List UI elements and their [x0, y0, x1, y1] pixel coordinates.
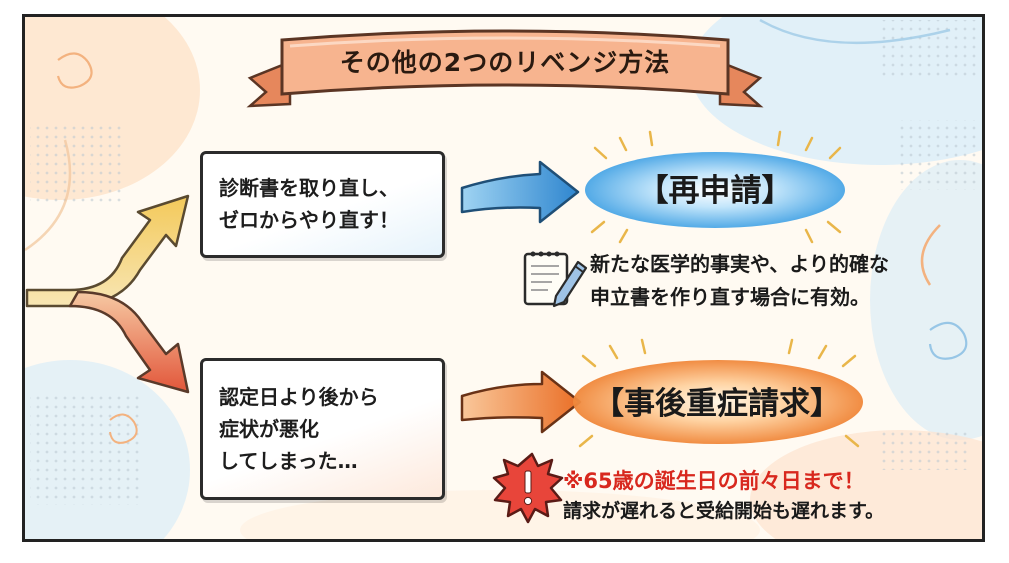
branch-arrow — [25, 194, 190, 394]
situation-box-worsening: 認定日より後から 症状が悪化 してしまった… — [200, 358, 445, 500]
situation-line: してしまった… — [219, 449, 358, 473]
arrow-to-reapplication — [460, 160, 580, 224]
title-ribbon — [246, 29, 764, 108]
situation-line: 診断書を取り直し、 — [219, 176, 399, 200]
post-onset-claim-glow — [573, 338, 863, 448]
method-label-reapplication: 【再申請】 — [637, 173, 793, 209]
notepad-pencil-icon — [523, 251, 588, 308]
method-label-post-onset-claim: 【事後重症請求】 — [593, 386, 841, 422]
description-line: 申立書を作り直す場合に有効。 — [590, 285, 870, 309]
description-line: 新たな医学的事実や、より的確な — [590, 252, 889, 276]
deadline-warning: ※65歳の誕生日の前々日まで！ 請求が遅れると受給開始も遅れます。 — [563, 466, 884, 526]
situation-line: ゼロからやり直す！ — [219, 208, 399, 232]
deadline-consequence: 請求が遅れると受給開始も遅れます。 — [563, 500, 885, 522]
reapplication-glow — [585, 130, 845, 244]
warning-exclamation-icon — [492, 452, 564, 524]
situation-box-rediagnosis: 診断書を取り直し、 ゼロからやり直す！ — [200, 151, 445, 258]
deadline-text: ※65歳の誕生日の前々日まで！ — [563, 469, 865, 493]
situation-line: 症状が悪化 — [219, 417, 319, 441]
page-title: その他の2つのリベンジ方法 — [339, 48, 671, 77]
situation-line: 認定日より後から — [219, 385, 379, 409]
reapplication-description: 新たな医学的事実や、より的確な 申立書を作り直す場合に有効。 — [590, 248, 889, 314]
